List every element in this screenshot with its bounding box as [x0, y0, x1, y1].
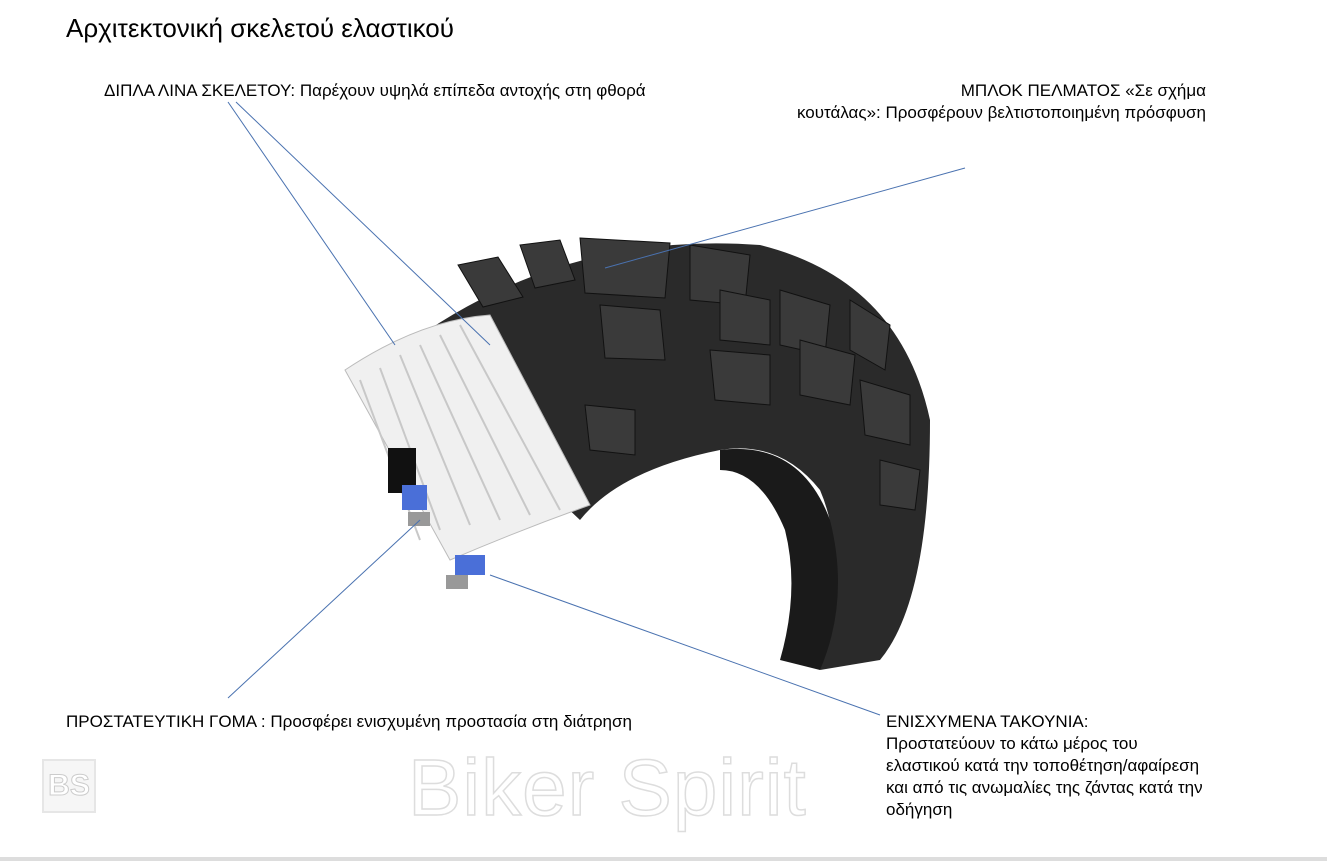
bottom-divider: [0, 857, 1327, 861]
tire-body: [400, 237, 930, 670]
bead-reinforcement: [388, 448, 485, 589]
callout-tread-blocks: ΜΠΛΟΚ ΠΕΛΜΑΤΟΣ «Σε σχήμα κουτάλας»: Προσ…: [686, 80, 1206, 124]
callout-bead-text: Προστατεύουν το κάτω μέρος του ελαστικού…: [886, 734, 1203, 819]
page-title: Αρχιτεκτονική σκελετού ελαστικού: [66, 13, 454, 43]
callout-tread-line2: κουτάλας»: Προσφέρουν βελτιστοποιημένη π…: [796, 103, 1206, 122]
watermark-logo: BS: [42, 759, 96, 813]
callout-bead-title: ΕΝΙΣΧΥΜΕΝΑ ΤΑΚΟΥΝΙΑ:: [886, 712, 1089, 731]
callout-carcass-plies: ΔΙΠΛΑ ΛΙΝΑ ΣΚΕΛΕΤΟΥ: Παρέχουν υψηλά επίπ…: [104, 81, 646, 100]
callout-protective-rubber: ΠΡΟΣΤΑΤΕΥΤΙΚΗ ΓΟΜΑ : Προσφέρει ενισχυμέν…: [66, 712, 632, 731]
callout-tread-line1: ΜΠΛΟΚ ΠΕΛΜΑΤΟΣ «Σε σχήμα: [960, 81, 1206, 100]
leader-lines: [227, 101, 966, 716]
callout-bead: ΕΝΙΣΧΥΜΕΝΑ ΤΑΚΟΥΝΙΑ: Προστατεύουν το κάτ…: [886, 711, 1206, 821]
watermark-text: Biker Spirit: [407, 742, 807, 833]
